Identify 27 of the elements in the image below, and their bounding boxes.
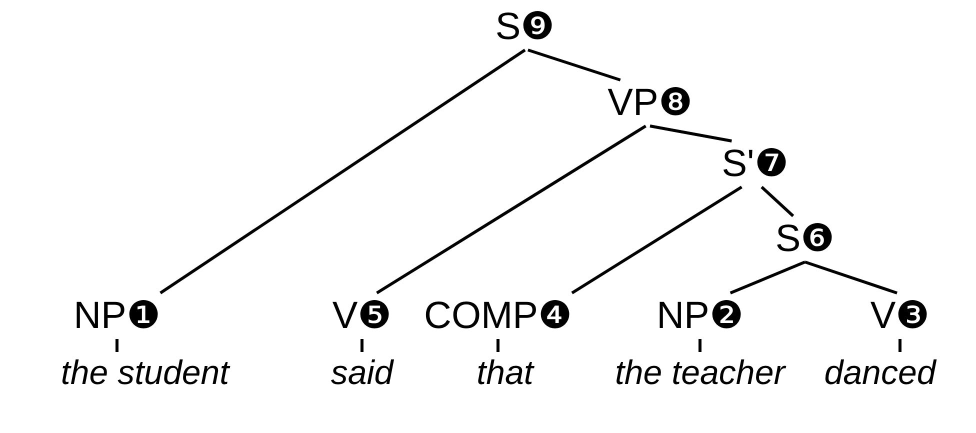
tree-branch: [160, 48, 526, 294]
tree-branch: [528, 48, 621, 82]
word-label: that: [476, 356, 534, 390]
tree-branch: [804, 260, 898, 294]
tree-branch: [360, 339, 364, 352]
category-label: COMP❹: [424, 297, 572, 335]
tree-branch: [698, 339, 702, 352]
word-label: the teacher: [614, 356, 786, 390]
tree-branch: [376, 124, 647, 294]
category-label: S❾: [495, 8, 555, 46]
tree-branch: [898, 339, 902, 352]
word-label: the student: [60, 356, 230, 390]
tree-branch: [760, 186, 794, 218]
word-label: danced: [824, 356, 936, 390]
category-label: NP❶: [74, 297, 160, 335]
category-label: V❺: [332, 297, 392, 335]
tree-branch: [730, 260, 806, 294]
tree-branch: [116, 339, 118, 352]
category-label: VP❽: [608, 84, 692, 122]
category-label: S'❼: [722, 145, 788, 183]
category-label: NP❷: [656, 297, 744, 335]
word-label: said: [330, 356, 394, 390]
category-label: S❻: [775, 220, 835, 258]
tree-branch: [571, 186, 742, 294]
tree-branch: [650, 124, 732, 142]
tree-branch: [496, 339, 500, 352]
category-label: V❸: [870, 297, 930, 335]
